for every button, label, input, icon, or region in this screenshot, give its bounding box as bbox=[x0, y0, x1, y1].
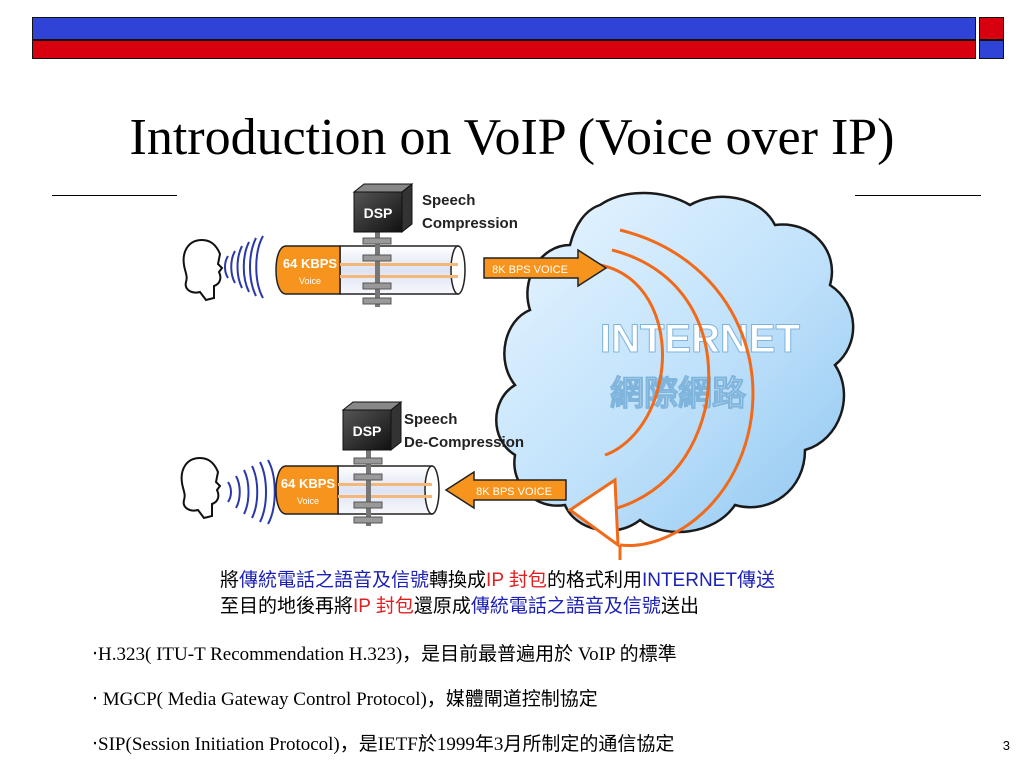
arrow-label-top: 8K BPS VOICE bbox=[492, 264, 568, 276]
caption-segment: IP 封包 bbox=[353, 595, 414, 617]
title-rule-left bbox=[52, 195, 177, 196]
caption-speech-bottom: Speech bbox=[404, 411, 457, 428]
caption-segment: IP 封包 bbox=[486, 569, 547, 591]
caption-speech-top: Speech bbox=[422, 192, 475, 209]
cloud-label-chinese: 網際網路 bbox=[610, 375, 747, 413]
caption-decompression: De-Compression bbox=[404, 434, 524, 451]
caption-segment: 還原成 bbox=[414, 595, 471, 617]
header-bar-blue bbox=[32, 17, 976, 40]
diagram-caption-line2: 至目的地後再將IP 封包還原成傳統電話之語音及信號送出 bbox=[220, 595, 699, 617]
speaker-head-icon bbox=[182, 238, 224, 302]
arrow-left-icon bbox=[444, 470, 567, 510]
caption-segment: 傳統電話之語音及信號 bbox=[239, 569, 429, 591]
cloud-label-internet: INTERNET bbox=[600, 317, 800, 361]
rate-label-top: 64 KBPS bbox=[283, 256, 338, 271]
diagram-caption-line1: 將傳統電話之語音及信號轉換成IP 封包的格式利用INTERNET傳送 bbox=[220, 569, 775, 591]
caption-compression: Compression bbox=[422, 215, 518, 232]
rate-block bbox=[275, 465, 339, 515]
caption-segment: 傳統電話之語音及信號 bbox=[471, 595, 661, 617]
header-square-blue bbox=[979, 40, 1004, 59]
bullet-item: ‧ MGCP( Media Gateway Control Protocol)，… bbox=[92, 689, 598, 710]
rate-sublabel-top: Voice bbox=[299, 276, 321, 286]
caption-segment: 至目的地後再將 bbox=[220, 595, 353, 617]
bullet-list: ‧H.323( ITU-T Recommendation H.323)，是目前最… bbox=[92, 632, 992, 767]
arrow-label-bottom: 8K BPS VOICE bbox=[476, 486, 552, 498]
caption-segment: INTERNET傳送 bbox=[642, 569, 775, 591]
dsp-chip-icon bbox=[341, 400, 403, 452]
bullet-item: ‧H.323( ITU-T Recommendation H.323)，是目前最… bbox=[92, 644, 677, 665]
flow-curve-middle bbox=[609, 248, 711, 512]
dsp-label-bottom: DSP bbox=[353, 423, 382, 439]
caption-segment: 將 bbox=[220, 569, 239, 591]
listener-head-icon bbox=[180, 456, 222, 520]
sound-waves-icon bbox=[224, 235, 264, 299]
slide-title: Introduction on VoIP (Voice over IP) bbox=[129, 109, 895, 166]
rate-sublabel-bottom: Voice bbox=[297, 496, 319, 506]
page-number: 3 bbox=[1002, 738, 1010, 753]
rate-label-bottom: 64 KBPS bbox=[281, 476, 336, 491]
title-rule-right bbox=[855, 195, 981, 196]
sender-unit: 64 KBPS Voice DSP Speech Compression 8K … bbox=[182, 182, 608, 307]
caption-segment: 送出 bbox=[661, 595, 699, 617]
flow-arrow-head bbox=[567, 477, 620, 549]
receiver-unit: 64 KBPS Voice DSP Speech De-Compression … bbox=[180, 400, 567, 526]
rate-block bbox=[275, 245, 341, 295]
sound-waves-icon bbox=[227, 459, 276, 525]
caption-segment: 轉換成 bbox=[429, 569, 486, 591]
flow-curve-outer bbox=[619, 228, 755, 548]
dsp-chip-icon bbox=[352, 182, 414, 234]
flow-curve-upper bbox=[599, 263, 664, 457]
dsp-label-top: DSP bbox=[364, 205, 393, 221]
header-square-red bbox=[979, 17, 1004, 40]
arrow-right-icon bbox=[483, 248, 608, 288]
bullet-item: ‧SIP(Session Initiation Protocol)，是IETF於… bbox=[92, 734, 675, 755]
header-bar-red bbox=[32, 40, 976, 59]
caption-segment: 的格式利用 bbox=[547, 569, 642, 591]
